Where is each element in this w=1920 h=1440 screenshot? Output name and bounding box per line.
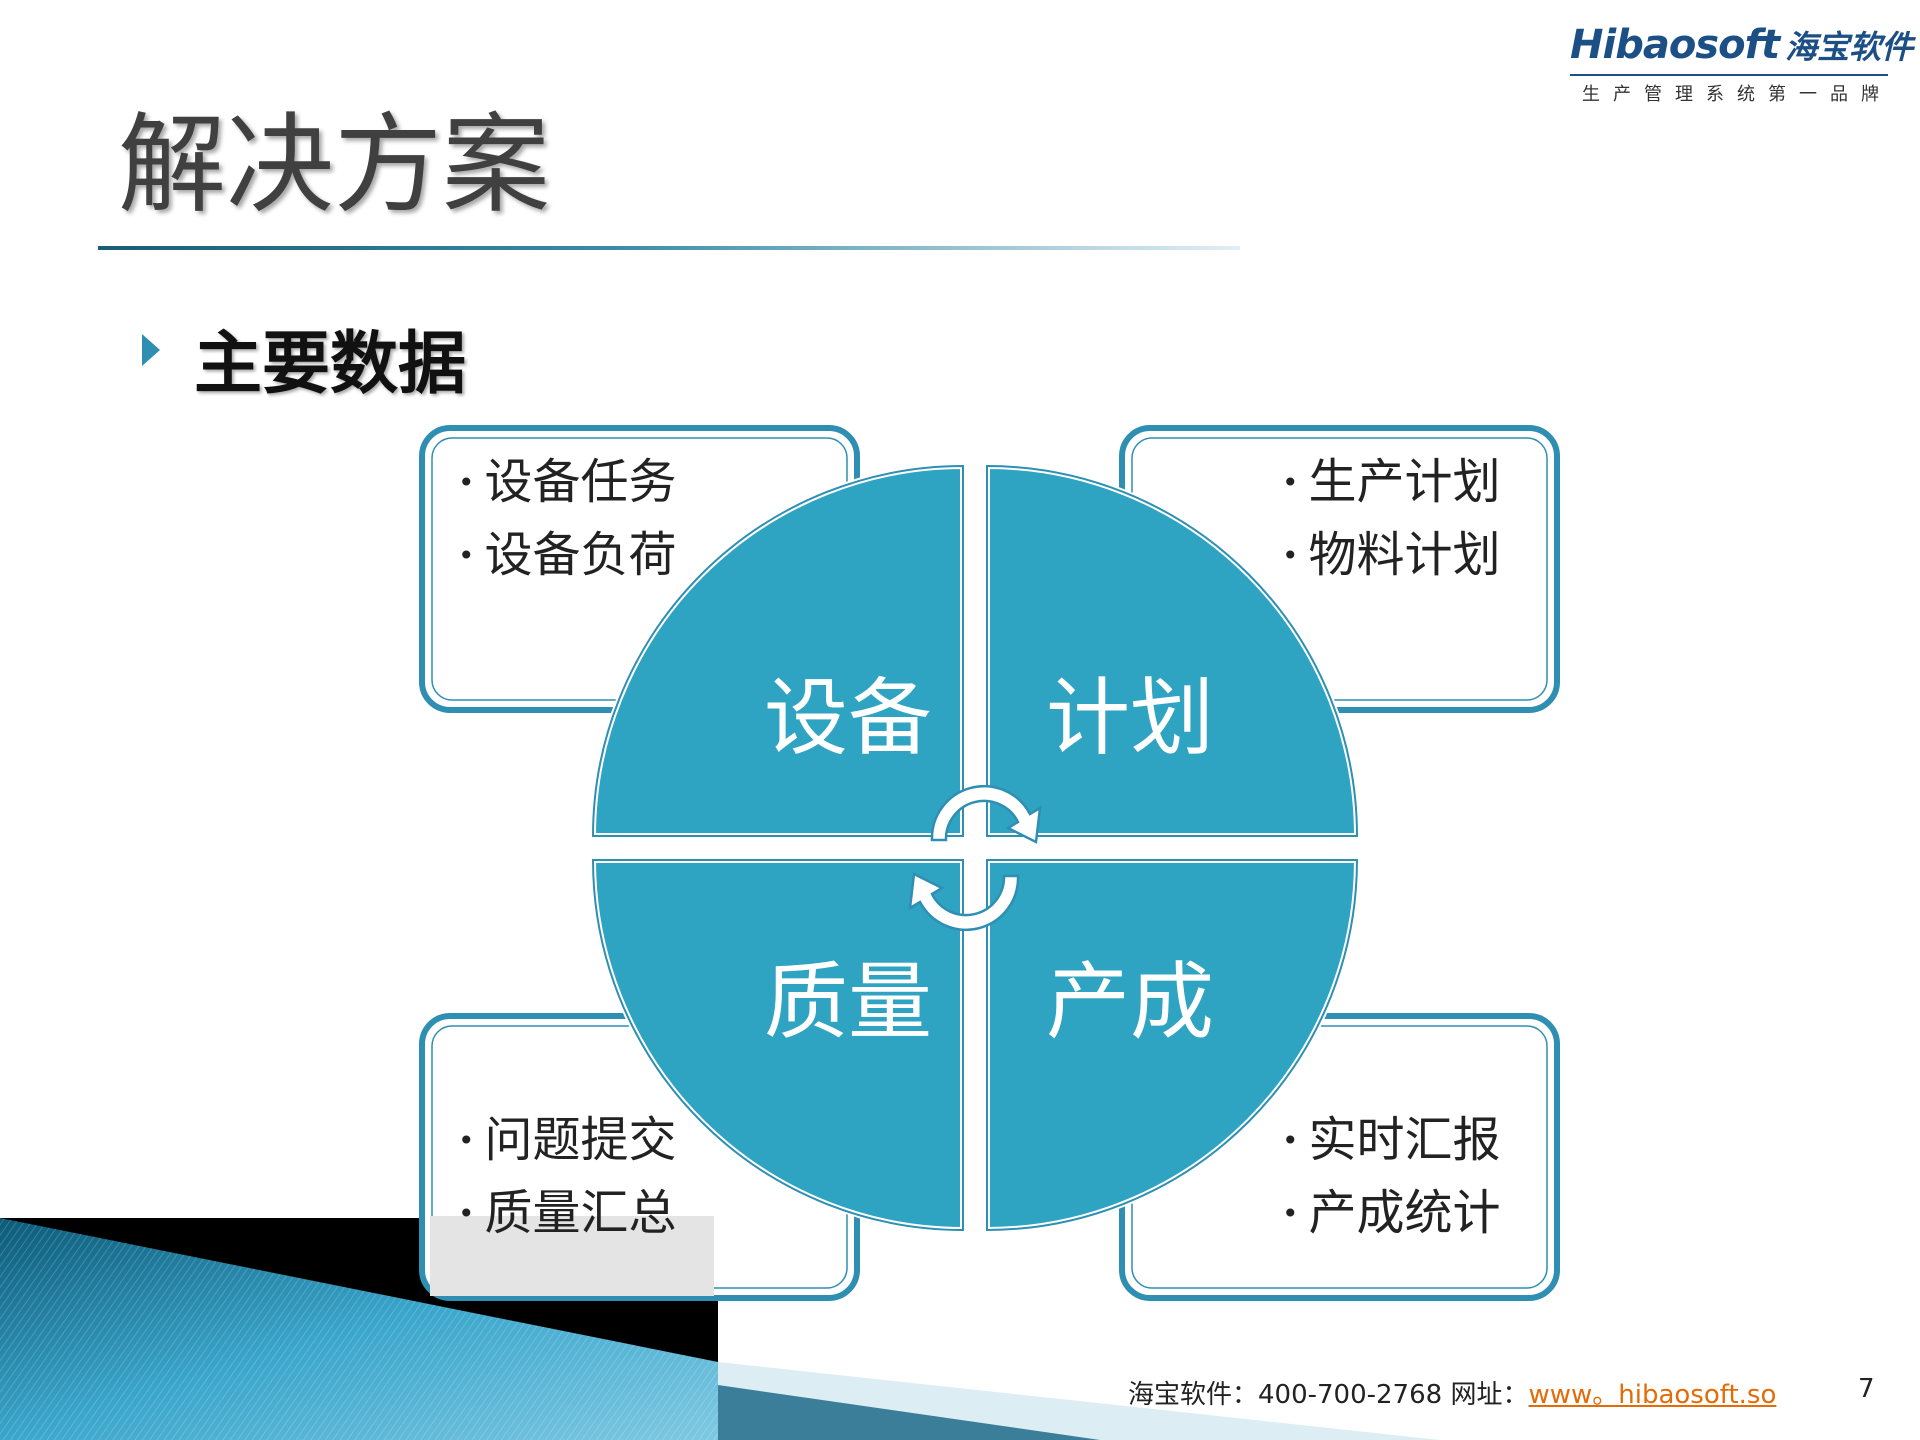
box-list-quality: •问题提交 •质量汇总 — [458, 1104, 677, 1250]
quadrant-label-plan: 计划 — [1046, 669, 1215, 767]
list-item: •物料计划 — [1282, 527, 1501, 583]
box-list-plan: •生产计划 •物料计划 — [1282, 446, 1501, 592]
list-item: •问题提交 — [458, 1112, 677, 1168]
logo-underline — [1570, 74, 1888, 76]
list-item: •产成统计 — [1282, 1185, 1501, 1241]
footer-contact: 海宝软件：400-700-2768 网址：www。hibaosoft.so — [1128, 1374, 1776, 1411]
logo-brand-text: Hibaosoft — [1570, 22, 1780, 68]
title-underline — [98, 246, 1240, 250]
slide-subtitle: 主要数据 — [194, 325, 467, 404]
quadrant-label-output: 产成 — [1046, 953, 1215, 1051]
footer-contact-text: 海宝软件：400-700-2768 网址： — [1128, 1380, 1529, 1410]
triangle-bullet-icon — [142, 334, 160, 366]
logo-slogan: 生产管理系统第一品牌 — [1582, 84, 1892, 105]
cycle-arrows-icon — [908, 784, 1042, 932]
box-list-output: •实时汇报 •产成统计 — [1282, 1104, 1501, 1250]
list-item: •质量汇总 — [458, 1185, 677, 1241]
list-item: •生产计划 — [1282, 454, 1501, 510]
list-item: •设备任务 — [458, 454, 677, 510]
logo-brand-cn: 海宝软件 — [1785, 28, 1914, 66]
list-item: •实时汇报 — [1282, 1112, 1501, 1168]
quadrant-label-quality: 质量 — [764, 953, 933, 1051]
box-list-equipment: •设备任务 •设备负荷 — [458, 446, 677, 592]
page-number: 7 — [1858, 1374, 1875, 1404]
list-item: •设备负荷 — [458, 527, 677, 583]
website-link[interactable]: www。hibaosoft.so — [1528, 1380, 1777, 1410]
quadrant-label-equipment: 设备 — [764, 669, 933, 767]
slide-title: 解决方案 — [118, 103, 551, 228]
